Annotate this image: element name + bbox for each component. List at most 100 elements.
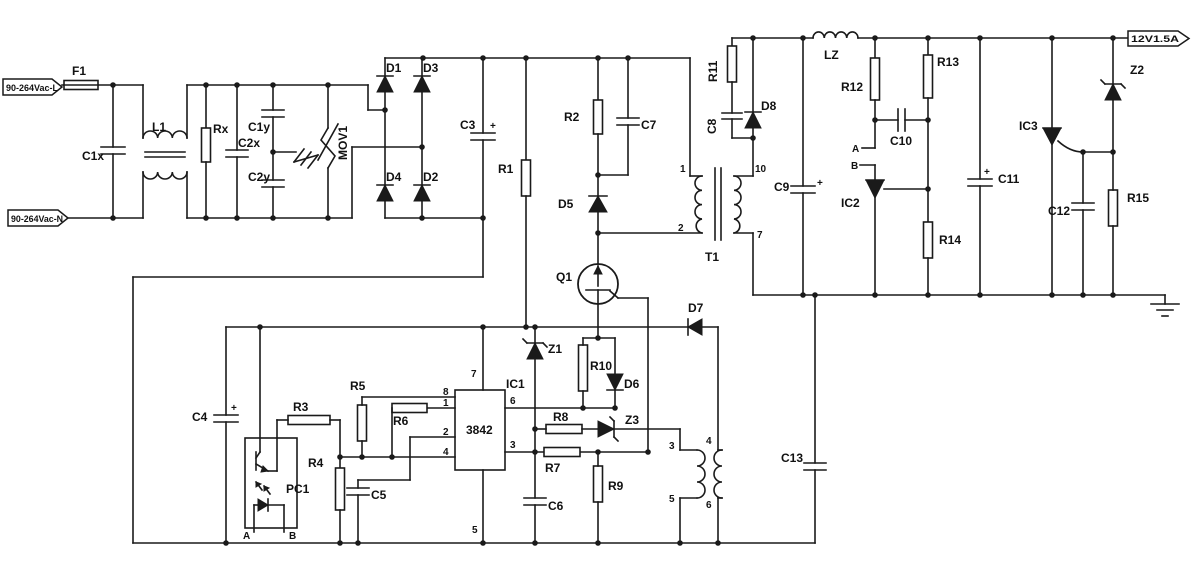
label-lz: LZ: [824, 48, 839, 62]
t1-pin5: 5: [669, 494, 675, 505]
zener-z1: [526, 341, 544, 360]
plus-c3: +: [490, 121, 496, 132]
resistor-r9: [592, 465, 604, 503]
output-label: 12V1.5A: [1131, 34, 1179, 45]
diode-d8: [744, 110, 762, 129]
resistor-r4: [334, 467, 346, 511]
resistor-rx: [200, 127, 212, 163]
label-c5: C5: [371, 488, 387, 502]
vcc-aux: D7 3 5 4 6: [225, 301, 723, 544]
label-r10: R10: [590, 359, 612, 373]
label-c4: C4: [192, 410, 208, 424]
plus-c4: +: [231, 403, 237, 414]
label-c1x: C1x: [82, 149, 104, 163]
t1-pin4: 4: [706, 436, 712, 447]
gate-cs-network: Z1 C6 R10 D6 R8 Z3 R7 R9: [521, 326, 681, 544]
label-c2x: C2x: [238, 136, 260, 150]
label-d2: D2: [423, 170, 439, 184]
label-ic3: IC3: [1019, 119, 1038, 133]
diode-d6: [606, 373, 624, 392]
diode-d7: [686, 318, 703, 336]
label-pc1-b: B: [289, 531, 296, 542]
output-filter: LZ C9 + C11 + 12V1.5A: [731, 30, 1191, 296]
label-c13: C13: [781, 451, 803, 465]
label-c2y: C2y: [248, 170, 270, 184]
resistor-r1: [520, 159, 532, 197]
resistor-r10: [577, 344, 589, 392]
ac-input-section: 90-264Vac-L 90-264Vac-N F1 C1x L1: [2, 64, 423, 227]
resistor-r12: [869, 57, 881, 101]
label-d5: D5: [558, 197, 574, 211]
junction-dots: [110, 35, 1116, 546]
label-r8: R8: [553, 410, 569, 424]
t1-pin10: 10: [755, 164, 767, 175]
resistor-r2: [592, 99, 604, 135]
transformer-t1: 1 2 10 7 T1: [597, 57, 767, 296]
ic1-pin8: 8: [443, 387, 449, 398]
opto-pc1-body: [244, 437, 298, 529]
label-r12: R12: [841, 80, 863, 94]
resistor-r8: [545, 423, 583, 435]
ground-icon: [1150, 294, 1180, 317]
t1-pin7: 7: [757, 230, 763, 241]
resistor-r14: [922, 221, 934, 259]
diode-d5: [588, 194, 608, 213]
feedback-network: R12 A C10 B IC2 R13 R14: [841, 37, 961, 296]
resistor-r5: [356, 404, 368, 442]
label-c1y: C1y: [248, 120, 270, 134]
label-r7: R7: [545, 461, 561, 475]
label-c3: C3: [460, 118, 476, 132]
plus-c11: +: [984, 167, 990, 178]
label-d4: D4: [386, 170, 402, 184]
resistor-r3: [287, 414, 331, 426]
label-z2: Z2: [1130, 63, 1144, 77]
input-neutral-label: 90-264Vac-N: [11, 214, 63, 225]
varistor-mov1: [320, 126, 336, 170]
label-r4: R4: [308, 456, 324, 470]
label-c7: C7: [641, 118, 657, 132]
label-d8: D8: [761, 99, 777, 113]
resistor-r7: [543, 446, 581, 458]
label-c6: C6: [548, 499, 564, 513]
timing-parts: R5 R6 C5: [346, 379, 428, 544]
opto-led: [257, 498, 269, 512]
output-flag: [1127, 30, 1191, 47]
label-d3: D3: [423, 61, 439, 75]
rcd-clamp: R2 C7 D5: [558, 57, 657, 234]
t1-pin2: 2: [678, 223, 684, 234]
label-d1: D1: [386, 61, 402, 75]
zener-z3: [597, 420, 616, 438]
label-r6: R6: [393, 414, 409, 428]
label-net-b: B: [851, 161, 858, 172]
t1-pin6: 6: [706, 500, 712, 511]
ic1-pin2: 2: [443, 427, 449, 438]
label-d6: D6: [624, 377, 640, 391]
input-neutral-flag: [7, 209, 70, 227]
opto-section: C4 + PC1 R3 R4 A B: [192, 326, 346, 544]
label-c9: C9: [774, 180, 790, 194]
label-l1: L1: [152, 120, 166, 134]
ic1-pin5: 5: [472, 525, 478, 536]
chassis-ground-icon: [292, 147, 320, 170]
label-r14: R14: [939, 233, 961, 247]
resistor-r15: [1107, 189, 1119, 227]
label-t1: T1: [705, 250, 719, 264]
ovp-network: IC3 C12 Z2 R15: [752, 37, 1180, 317]
label-c10: C10: [890, 134, 912, 148]
diode-d4: [376, 183, 394, 202]
ic1-pin4: 4: [443, 447, 449, 458]
label-f1: F1: [72, 64, 86, 78]
label-pc1: PC1: [286, 482, 310, 496]
choke-l1: L1: [142, 84, 188, 219]
label-mov1: MOV1: [336, 126, 350, 160]
label-r5: R5: [350, 379, 366, 393]
input-line-label: 90-264Vac-L: [6, 83, 58, 94]
shunt-ic3: [1042, 127, 1062, 147]
label-c11: C11: [998, 172, 1020, 186]
ic1-part: 3842: [466, 423, 493, 437]
diode-d3: [413, 74, 431, 93]
plus-c9: +: [817, 178, 823, 189]
bulk-startup: C3 + R1: [132, 57, 532, 544]
